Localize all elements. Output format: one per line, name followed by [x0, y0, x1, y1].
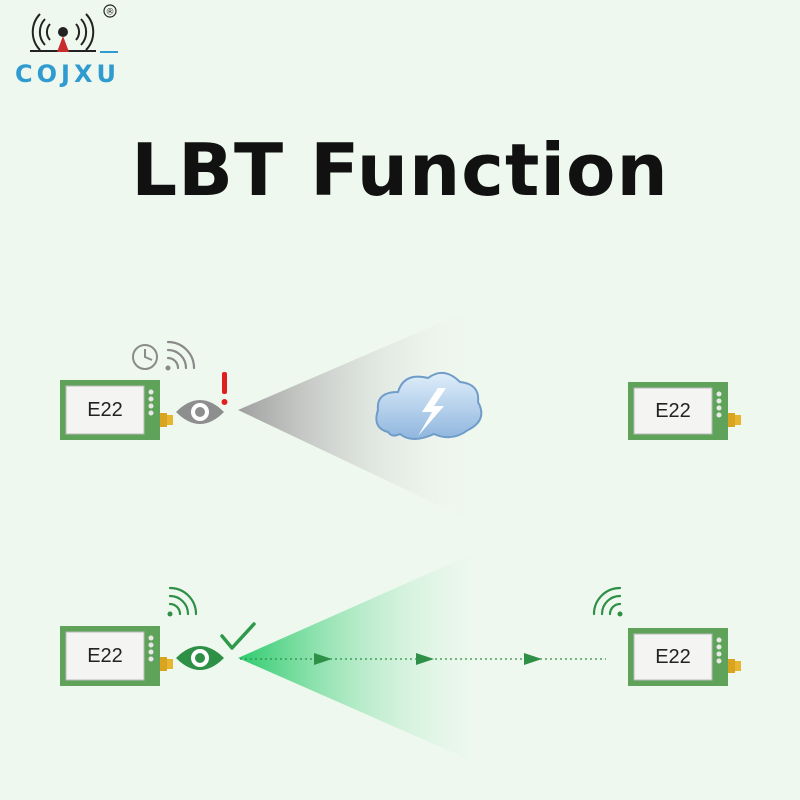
arrow-right-icon: [416, 653, 434, 665]
transmitter-label-clear: E22: [87, 645, 123, 667]
clear-listen-beam: [238, 555, 470, 760]
eye-icon: [176, 646, 224, 670]
check-icon: [220, 622, 256, 650]
signal-waves-icon: [167, 586, 198, 617]
scenario-busy: [60, 310, 741, 520]
eye-icon: [176, 400, 224, 424]
clock-icon: [132, 344, 158, 370]
receiver-module-clear: [628, 628, 741, 686]
receiver-module-busy: [628, 382, 741, 440]
antenna-mast-icon: [57, 36, 69, 52]
receiver-label-clear: E22: [655, 646, 691, 668]
arrow-right-icon: [524, 653, 542, 665]
transmitter-module-clear: [60, 626, 173, 686]
brand-name: COJXU: [15, 60, 120, 88]
transmitter-module-busy: [60, 380, 173, 440]
registered-mark-icon: [103, 4, 117, 18]
signal-waves-icon: [592, 586, 623, 617]
page-title: LBT Function: [131, 128, 669, 212]
arrow-right-icon: [314, 653, 332, 665]
brand-logo: ®: [30, 4, 118, 53]
antenna-dot-icon: [58, 27, 68, 37]
transmitter-label-busy: E22: [87, 399, 123, 421]
signal-waves-icon: [165, 340, 196, 371]
cloud-lightning-icon: [375, 371, 483, 440]
scenario-clear: [60, 555, 741, 760]
receiver-label-busy: E22: [655, 400, 691, 422]
registered-mark: ®: [106, 8, 115, 18]
busy-listen-beam: [238, 310, 470, 520]
exclamation-icon: [221, 372, 228, 405]
